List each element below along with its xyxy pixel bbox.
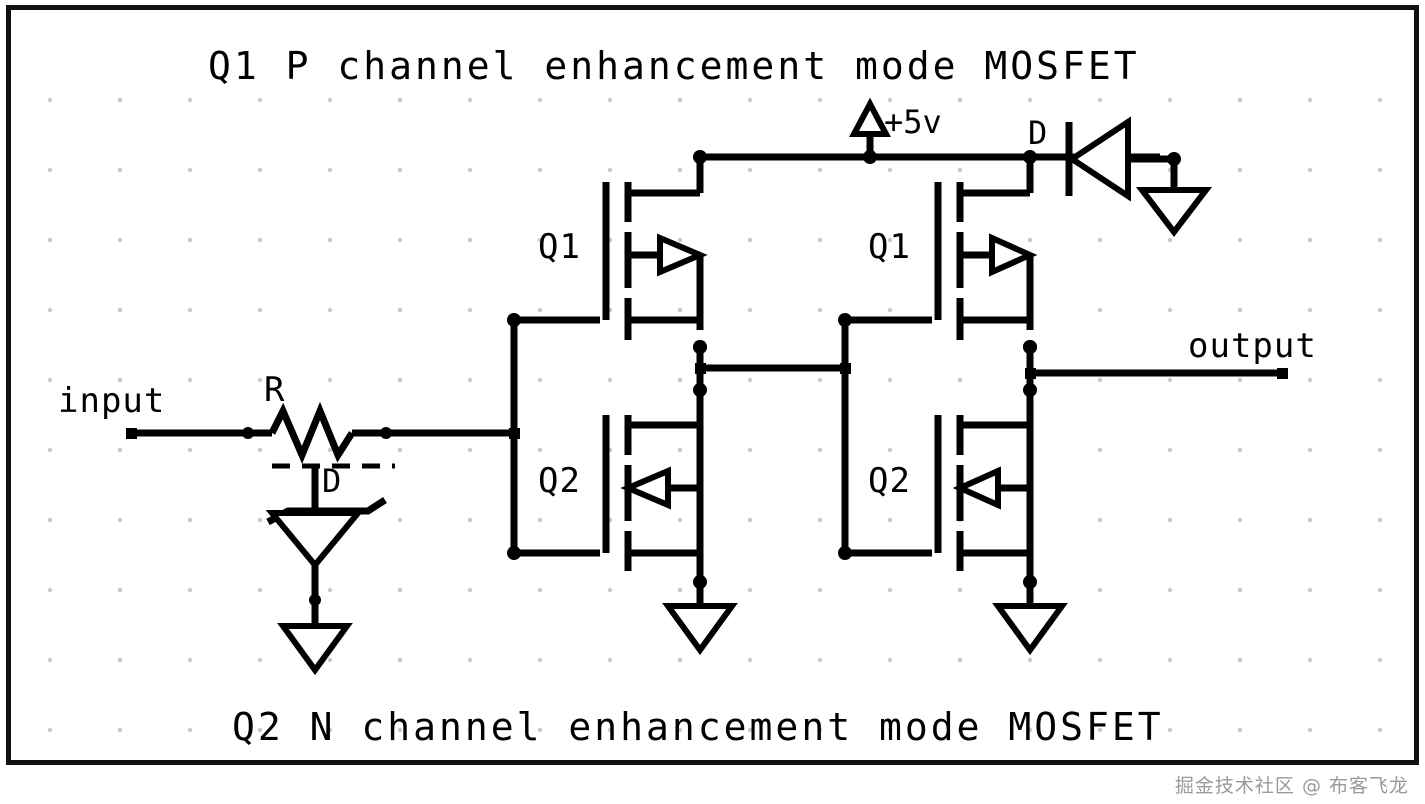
q2-right-label: Q2: [868, 461, 911, 501]
ground-symbol-inverter1: [662, 582, 738, 656]
title-bottom: Q2 N channel enhancement mode MOSFET: [232, 705, 1164, 749]
supply-label: +5v: [884, 103, 942, 141]
diagram-border: [6, 5, 1419, 765]
inverter1-output-net: [693, 340, 845, 397]
mosfet-q1-left: [602, 157, 708, 354]
mosfet-q2-left: [602, 390, 707, 592]
mosfet-q2-right: [934, 390, 1037, 592]
ground-symbol-inverter2: [992, 582, 1068, 656]
inverter1-gate-bus: [507, 313, 600, 560]
mosfet-q1-right: [934, 157, 1038, 354]
output-label: output: [1188, 326, 1317, 366]
resistor-label: R: [264, 370, 285, 410]
title-top: Q1 P channel enhancement mode MOSFET: [208, 44, 1140, 88]
clamp-diode-symbol: [1065, 116, 1213, 237]
watermark: 掘金技术社区 @ 布客飞龙: [1174, 775, 1409, 797]
resistor-symbol: [268, 401, 510, 465]
q2-left-label: Q2: [538, 461, 581, 501]
ground-symbol-zener: [277, 600, 353, 676]
zener-diode-symbol: [265, 466, 387, 610]
grid-dots: [47, 97, 1383, 733]
q1-left-label: Q1: [538, 227, 581, 267]
input-wire: [126, 427, 272, 439]
q1-right-label: Q1: [868, 227, 911, 267]
zener-label: D: [322, 462, 341, 500]
inverter2-gate-bus: [838, 313, 932, 560]
clamp-diode-label: D: [1028, 114, 1047, 152]
output-net: [1023, 340, 1288, 397]
input-label: input: [58, 381, 165, 421]
